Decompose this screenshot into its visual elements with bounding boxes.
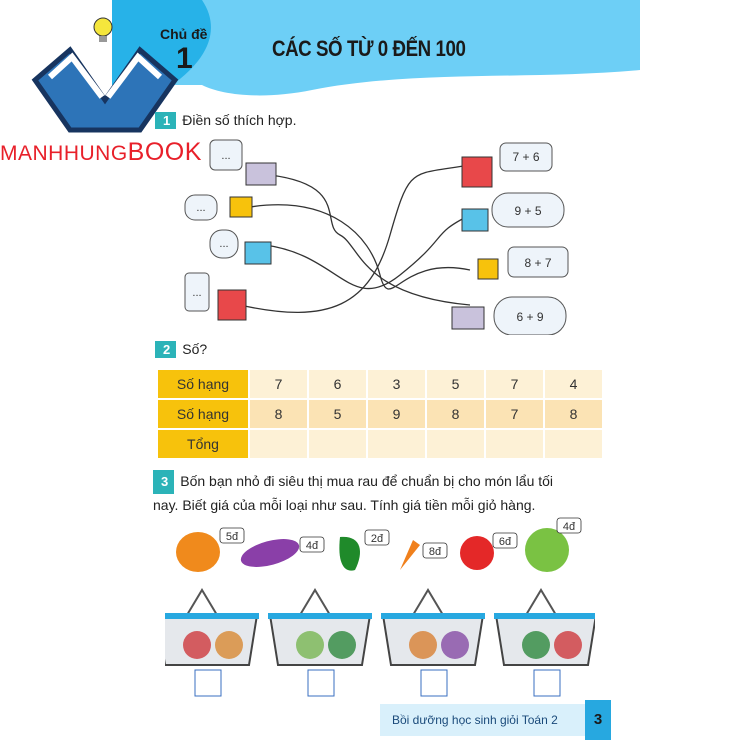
price-tag: 5đ [226,531,239,543]
topic-label: Chủ đề [160,26,208,42]
page-title: CÁC SỐ TỪ 0 ĐẾN 100 [272,36,466,61]
footer-book-title: Bồi dưỡng học sinh giỏi Toán 2 [380,704,590,736]
watermark-brand: MANHHUNGBOOK [0,138,202,166]
price-tag: 2đ [371,533,384,545]
expression-bubble: 9 + 5 [514,204,541,218]
page-number: 3 [585,700,611,740]
topic-number: 1 [176,42,193,75]
shopping-basket [165,588,259,697]
shopping-basket [268,588,372,697]
shopping-basket [494,588,595,697]
book-logo-icon [31,17,179,133]
string-telephone-puzzle: ... ... ... ... 7 + 6 9 + 5 8 + 7 6 + 9 [184,139,569,335]
price-tag: 4đ [306,540,319,552]
carrot-icon [400,540,420,570]
vegetables-and-baskets: 5đ 4đ 2đ 8đ 6đ 4đ [165,517,595,697]
answer-bubble: ... [192,287,201,299]
shopping-basket [381,588,485,697]
expression-bubble: 8 + 7 [524,256,551,270]
price-tag: 6đ [499,536,512,548]
chapter-header-banner [112,0,640,96]
price-tag: 8đ [429,546,442,558]
answer-grid [194,669,222,697]
price-tag: 4đ [563,521,576,533]
cabbage-icon [525,528,569,572]
pumpkin-icon [176,532,220,572]
expression-bubble: 7 + 6 [512,150,539,164]
tomato-icon [460,536,494,570]
answer-grid [420,669,448,697]
answer-bubble: ... [221,150,230,162]
answer-grid [307,669,335,697]
answer-bubble: ... [196,202,205,214]
answer-bubble: ... [219,238,228,250]
expression-bubble: 6 + 9 [516,310,543,324]
pepper-icon [339,536,360,571]
answer-grid [533,669,561,697]
table-row: Tổng [158,430,602,458]
eggplant-icon [240,539,300,567]
